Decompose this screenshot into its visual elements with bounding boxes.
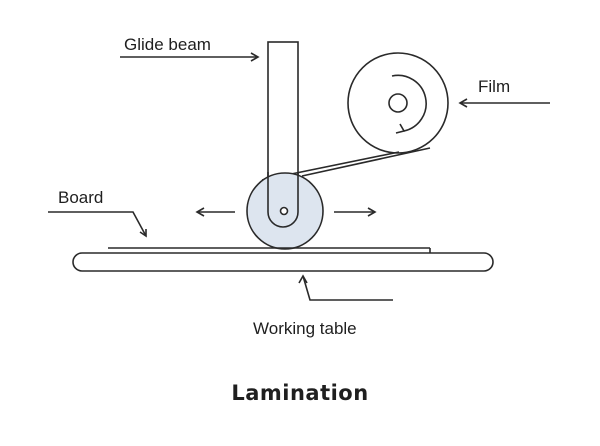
film-belt-bottom: [301, 147, 431, 177]
board-leader-arrowhead: [139, 229, 147, 238]
glide-beam-end: [267, 211, 299, 228]
board-label: Board: [58, 188, 103, 207]
working-table-leader-arrowhead: [298, 274, 308, 284]
film-rotation-arrow: [391, 74, 427, 132]
right-motion-arrowhead: [367, 207, 377, 217]
diagram-title: Lamination: [231, 381, 368, 405]
film-label: Film: [478, 77, 510, 96]
board-leader: [48, 211, 147, 237]
glide-beam-label: Glide beam: [124, 35, 211, 54]
roller-axle: [279, 206, 289, 216]
working-table-label: Working table: [253, 319, 357, 338]
left-motion-arrowhead: [195, 207, 205, 217]
working-table-leader: [302, 275, 393, 301]
film-rotation-arrowhead: [395, 123, 406, 134]
film-roll: [347, 52, 449, 154]
film-roll-hub: [388, 93, 408, 113]
glide-beam-leader-arrowhead: [250, 52, 260, 62]
film-leader-arrowhead: [458, 98, 468, 108]
working-table: [72, 252, 494, 272]
